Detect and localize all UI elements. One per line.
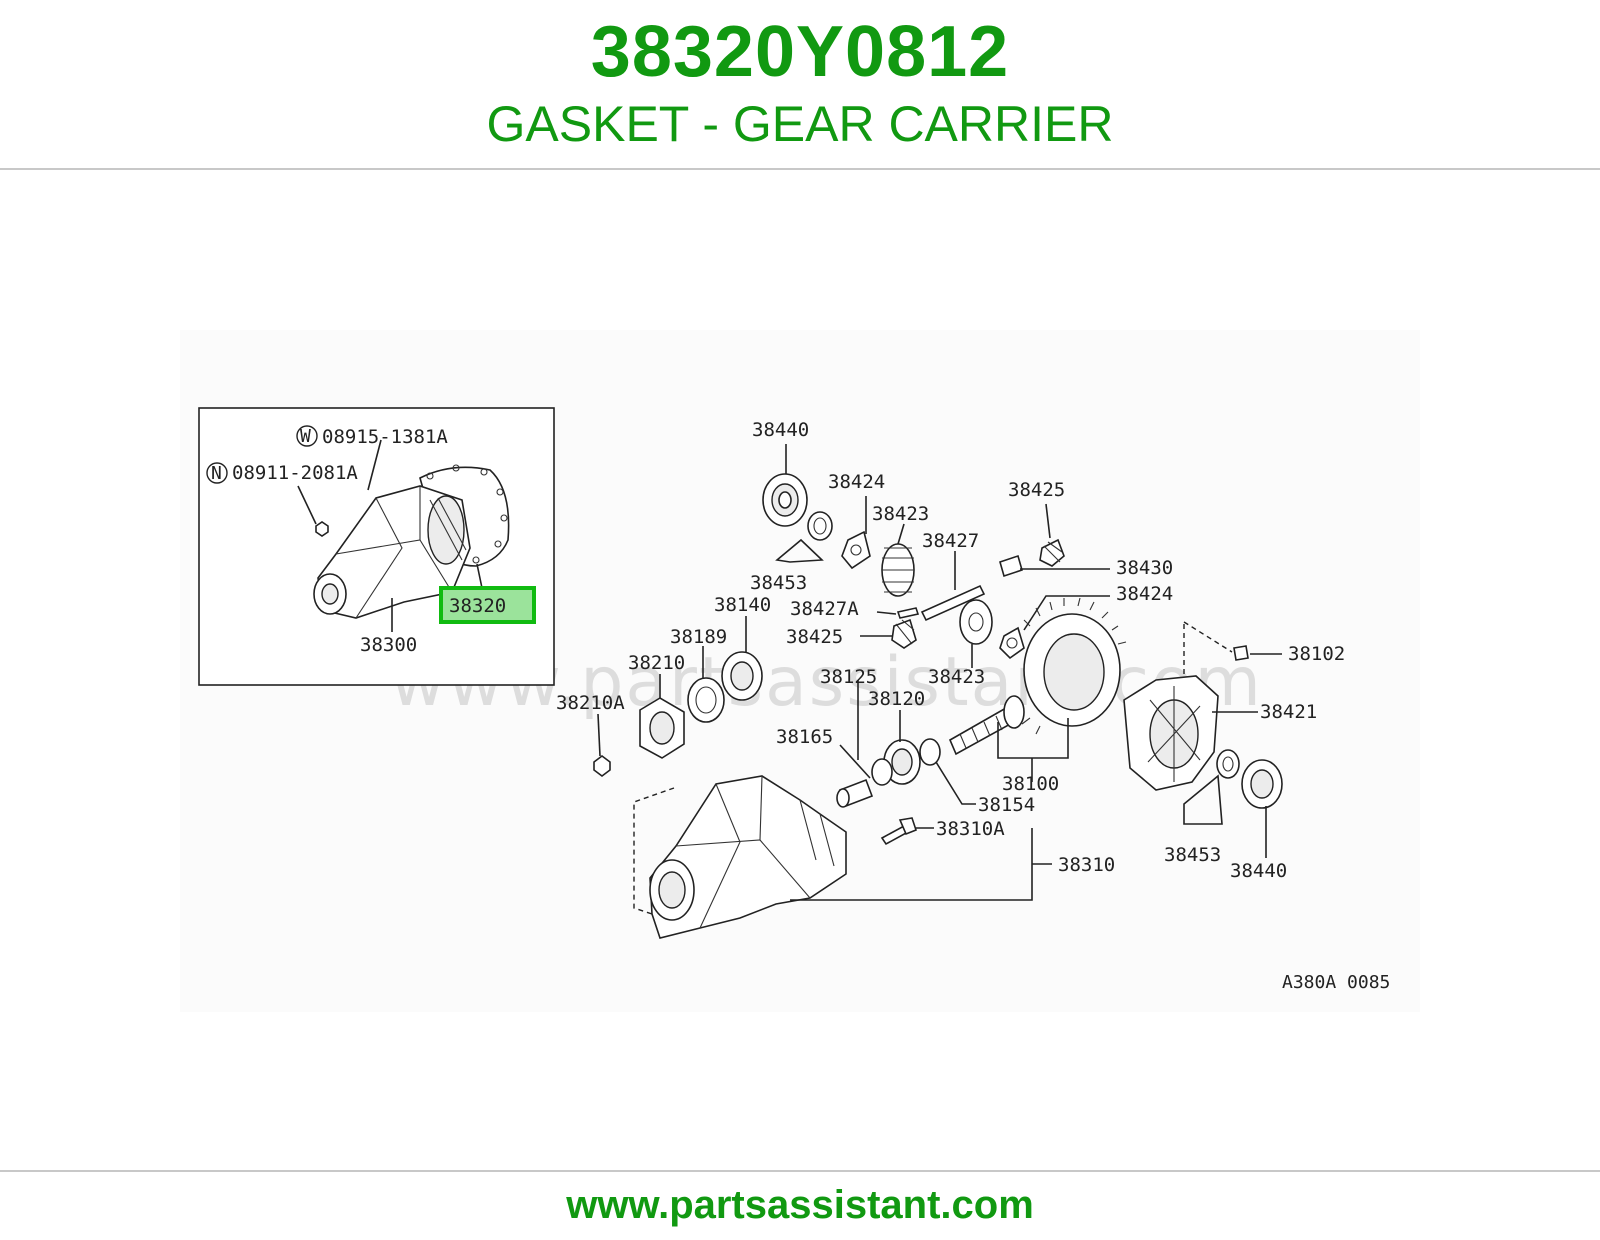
label-38210A: 38210A <box>556 692 625 714</box>
label-38453-right: 38453 <box>1164 844 1221 866</box>
label-38424-mid: 38424 <box>1116 583 1173 605</box>
figure-code: A380A 0085 <box>1282 972 1390 993</box>
label-08915-1381A: 08915-1381A <box>322 426 448 448</box>
label-38102: 38102 <box>1288 643 1345 665</box>
label-38421: 38421 <box>1260 701 1317 723</box>
n-symbol-circle <box>206 462 228 484</box>
label-38440-right: 38440 <box>1230 860 1287 882</box>
footer-website-link[interactable]: www.partsassistant.com <box>566 1183 1034 1227</box>
inset-diagram: W 08915-1381A N 08911-2081A 38320 38300 <box>198 407 555 686</box>
highlighted-part-box[interactable] <box>439 586 536 624</box>
label-08911-2081A: 08911-2081A <box>232 462 358 484</box>
label-38425-top: 38425 <box>1008 479 1065 501</box>
part-name-subtitle: GASKET - GEAR CARRIER <box>486 96 1114 152</box>
label-38125: 38125 <box>820 666 877 688</box>
w-symbol-label: W <box>300 426 311 447</box>
label-38425-mid: 38425 <box>786 626 843 648</box>
label-38427: 38427 <box>922 530 979 552</box>
label-38300: 38300 <box>360 634 417 656</box>
page-header: 38320Y0812 GASKET - GEAR CARRIER <box>0 0 1600 168</box>
label-38165: 38165 <box>776 726 833 748</box>
label-38440-top: 38440 <box>752 419 809 441</box>
label-38423-mid: 38423 <box>928 666 985 688</box>
label-38100: 38100 <box>1002 773 1059 795</box>
part-labels: 38440 38424 38423 38425 38427 38430 3842… <box>556 419 1390 993</box>
label-38210: 38210 <box>628 652 685 674</box>
label-38427A: 38427A <box>790 598 859 620</box>
label-38120: 38120 <box>868 688 925 710</box>
label-38310A: 38310A <box>936 818 1005 840</box>
label-38310: 38310 <box>1058 854 1115 876</box>
carrier-housing-shape <box>649 775 847 939</box>
label-38189: 38189 <box>670 626 727 648</box>
label-38430: 38430 <box>1116 557 1173 579</box>
label-38140: 38140 <box>714 594 771 616</box>
part-number-title: 38320Y0812 <box>590 12 1010 92</box>
label-38453-left: 38453 <box>750 572 807 594</box>
n-symbol-label: N <box>211 463 222 484</box>
label-38320-highlighted[interactable]: 38320 <box>449 595 506 617</box>
label-38423-top: 38423 <box>872 503 929 525</box>
header-divider <box>0 168 1600 170</box>
w-symbol-circle <box>296 425 318 447</box>
exploded-view <box>593 444 1283 939</box>
label-38424-top: 38424 <box>828 471 885 493</box>
label-38154: 38154 <box>978 794 1035 816</box>
footer-divider <box>0 1170 1600 1172</box>
